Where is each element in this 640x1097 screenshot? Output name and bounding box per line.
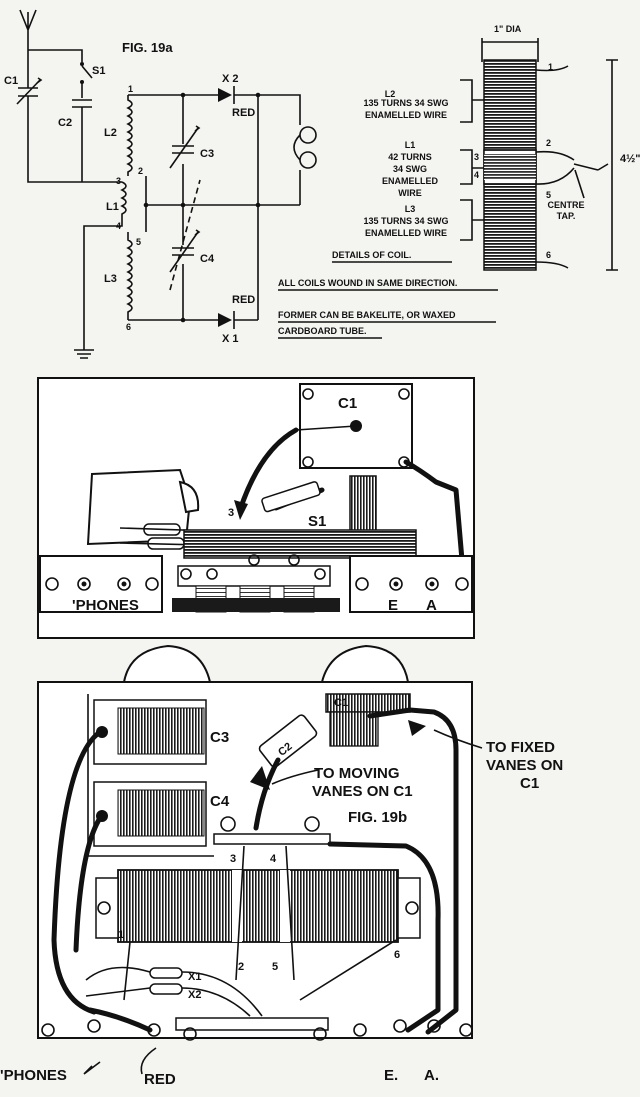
label-node-4: 4 bbox=[116, 221, 121, 231]
coil-node-4: 4 bbox=[474, 170, 479, 180]
front-label-pin3: 3 bbox=[228, 507, 234, 519]
coil-l1-title: L1 bbox=[405, 140, 416, 150]
label-l1: L1 bbox=[106, 201, 119, 213]
headphones-symbol bbox=[293, 126, 317, 169]
label-node-5: 5 bbox=[136, 237, 141, 247]
coil-dia-label: 1" DIA bbox=[494, 24, 522, 34]
coil-l1-line2: 34 SWG bbox=[393, 164, 427, 174]
top-label-e: E. bbox=[384, 1067, 398, 1084]
note-former-line2: CARDBOARD TUBE. bbox=[278, 326, 367, 336]
coil-detail-drawing bbox=[460, 38, 618, 271]
top-label-x2: X2 bbox=[188, 989, 201, 1001]
diode-x1-symbol bbox=[218, 311, 258, 329]
note-same-direction: ALL COILS WOUND IN SAME DIRECTION. bbox=[278, 278, 457, 288]
coil-l3-line2: ENAMELLED WIRE bbox=[365, 228, 447, 238]
label-node-1: 1 bbox=[128, 84, 133, 94]
top-label-n2: 2 bbox=[238, 961, 244, 973]
note-former-line1: FORMER CAN BE BAKELITE, OR WAXED bbox=[278, 310, 456, 320]
top-label-c4: C4 bbox=[210, 793, 230, 810]
switch-s1-symbol bbox=[80, 62, 93, 98]
coil-l2-symbol bbox=[126, 95, 133, 176]
top-label-red: RED bbox=[144, 1071, 176, 1088]
label-c1: C1 bbox=[4, 75, 18, 87]
coil-l2-title: L2 bbox=[385, 89, 396, 99]
label-to-moving-1: TO MOVING bbox=[314, 765, 400, 782]
coil-height-label: 4½" bbox=[620, 153, 640, 165]
label-x1: X 1 bbox=[222, 333, 239, 345]
top-label-x1: X1 bbox=[188, 971, 201, 983]
top-label-n5: 5 bbox=[272, 961, 278, 973]
label-node-6: 6 bbox=[126, 322, 131, 332]
front-label-phones: 'PHONES bbox=[72, 597, 139, 614]
label-c4: C4 bbox=[200, 253, 215, 265]
coil-node-2: 2 bbox=[546, 138, 551, 148]
top-label-n6: 6 bbox=[394, 949, 400, 961]
label-to-fixed-2: VANES ON bbox=[486, 757, 563, 774]
schematic-fig-19a bbox=[16, 9, 317, 359]
top-label-c3: C3 bbox=[210, 729, 229, 746]
coil-centre-tap-1: CENTRE bbox=[547, 200, 584, 210]
front-label-c1: C1 bbox=[338, 395, 357, 412]
top-label-phones: 'PHONES bbox=[0, 1067, 67, 1084]
label-c3: C3 bbox=[200, 148, 214, 160]
coil-node-1: 1 bbox=[548, 62, 553, 72]
coil-l1-line3: ENAMELLED bbox=[382, 176, 439, 186]
coil-l2-line1: 135 TURNS 34 SWG bbox=[363, 98, 448, 108]
coil-node-3: 3 bbox=[474, 152, 479, 162]
coil-node-6: 6 bbox=[546, 250, 551, 260]
label-s1: S1 bbox=[92, 65, 105, 77]
coil-l2-line2: ENAMELLED WIRE bbox=[365, 110, 447, 120]
top-label-c1: C1 bbox=[334, 697, 348, 709]
front-label-e: E bbox=[388, 597, 398, 614]
fig-19a-title: FIG. 19a bbox=[122, 40, 173, 55]
coil-l1-line1: 42 TURNS bbox=[388, 152, 432, 162]
label-x2: X 2 bbox=[222, 73, 239, 85]
capacitor-c4-symbol bbox=[169, 229, 201, 273]
coil-centre-tap-2: TAP. bbox=[557, 211, 576, 221]
coil-l3-symbol bbox=[126, 232, 133, 320]
label-to-moving-2: VANES ON C1 bbox=[312, 783, 413, 800]
coil-l1-line4: WIRE bbox=[398, 188, 422, 198]
top-label-n4: 4 bbox=[270, 853, 277, 865]
capacitor-c1-symbol bbox=[16, 50, 43, 132]
front-label-a: A bbox=[426, 597, 437, 614]
coil-l3-title: L3 bbox=[405, 204, 416, 214]
fig-19b-title: FIG. 19b bbox=[348, 809, 407, 826]
label-to-fixed-3: C1 bbox=[520, 775, 539, 792]
label-l3: L3 bbox=[104, 273, 117, 285]
ground-symbol bbox=[74, 349, 94, 359]
label-c2: C2 bbox=[58, 117, 72, 129]
capacitor-c3-symbol bbox=[169, 125, 201, 169]
top-label-n1: 1 bbox=[118, 929, 124, 941]
antenna-symbol bbox=[19, 9, 37, 50]
coil-node-5: 5 bbox=[546, 190, 551, 200]
diode-x2-symbol bbox=[218, 86, 258, 104]
coil-l3-line1: 135 TURNS 34 SWG bbox=[363, 216, 448, 226]
label-red-top: RED bbox=[232, 107, 255, 119]
capacitor-c2-symbol bbox=[72, 99, 92, 128]
label-node-3: 3 bbox=[116, 176, 121, 186]
label-node-2: 2 bbox=[138, 166, 143, 176]
coil-details-caption: DETAILS OF COIL. bbox=[332, 250, 411, 260]
top-view-drawing bbox=[37, 644, 483, 1075]
front-view-drawing bbox=[37, 377, 475, 639]
label-l2: L2 bbox=[104, 127, 117, 139]
label-to-fixed-1: TO FIXED bbox=[486, 739, 555, 756]
top-label-n3: 3 bbox=[230, 853, 236, 865]
front-label-s1: S1 bbox=[308, 513, 326, 530]
label-red-bottom: RED bbox=[232, 294, 255, 306]
top-label-a: A. bbox=[424, 1067, 439, 1084]
